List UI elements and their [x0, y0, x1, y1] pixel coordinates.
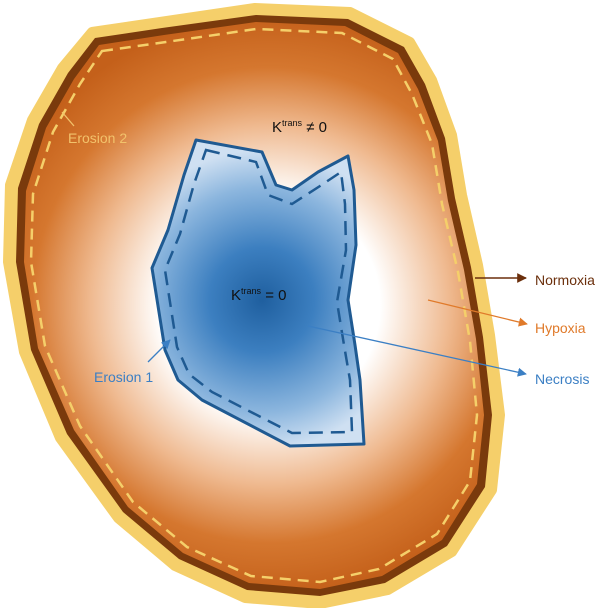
ktrans-nonzero-sup: trans	[282, 118, 303, 128]
ktrans-nonzero-rest: ≠ 0	[302, 119, 327, 136]
ktrans-zero-rest: = 0	[261, 287, 286, 304]
ktrans-zero-sup: trans	[241, 286, 262, 296]
ktrans-nonzero-base: K	[272, 119, 282, 136]
ktrans-zero-base: K	[231, 287, 241, 304]
hypoxia-label: Hypoxia	[535, 320, 586, 336]
erosion-1-label: Erosion 1	[94, 369, 153, 385]
erosion-2-label: Erosion 2	[68, 130, 127, 146]
normoxia-label: Normoxia	[535, 272, 595, 288]
necrosis-label: Necrosis	[535, 371, 589, 387]
